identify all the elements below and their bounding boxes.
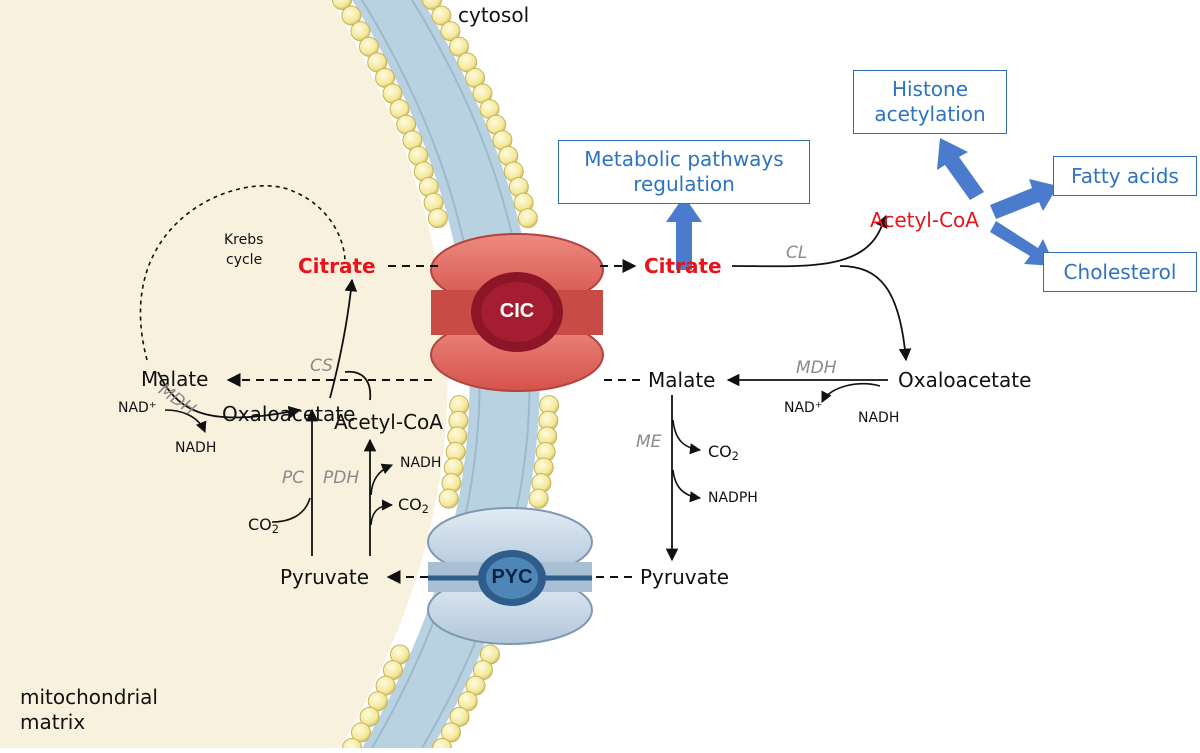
histone-acetylation-box: Histone acetylation: [853, 70, 1007, 134]
metabolic-regulation-box: Metabolic pathways regulation: [558, 140, 810, 204]
matrix-malate: Malate: [141, 367, 209, 391]
membrane-bead: [350, 722, 371, 743]
cytosol-label: cytosol: [458, 3, 530, 27]
cytosol-oxaloacetate: Oxaloacetate: [898, 368, 1032, 392]
cytosol-acetyl-coa: Acetyl-CoA: [870, 208, 979, 232]
membrane-bead: [440, 722, 461, 743]
output-arrows: [666, 138, 1058, 270]
matrix-pyruvate: Pyruvate: [280, 565, 370, 589]
pyc-label: PYC: [491, 566, 533, 588]
cytosol-nadh: NADH: [858, 410, 900, 426]
metabolic-line2: regulation: [633, 172, 735, 196]
membrane-bead: [350, 21, 371, 42]
cholesterol-box: Cholesterol: [1043, 252, 1197, 292]
enzyme-me: ME: [636, 432, 662, 452]
matrix-nadh-pdh: NADH: [400, 455, 442, 471]
pyc-transporter: [427, 507, 593, 645]
fatty-acids-box: Fatty acids: [1053, 156, 1197, 196]
krebs-cycle-arc: [139, 185, 346, 361]
membrane-bead: [528, 488, 549, 509]
membrane-bead: [427, 208, 448, 229]
fatty-acids-label: Fatty acids: [1071, 163, 1179, 188]
membrane-beads: [332, 0, 560, 753]
matrix-oxaloacetate: Oxaloacetate: [222, 402, 356, 426]
metabolic-line1: Metabolic pathways: [584, 147, 784, 171]
matrix-label-line2: matrix: [20, 710, 86, 734]
cholesterol-label: Cholesterol: [1063, 259, 1177, 284]
matrix-nadh-mdh: NADH: [175, 440, 217, 456]
matrix-co2-pdh: CO2: [398, 495, 429, 516]
cytosol-pyruvate: Pyruvate: [640, 565, 730, 589]
enzyme-pdh: PDH: [323, 468, 360, 488]
membrane-bead: [341, 5, 362, 26]
histone-line2: acetylation: [874, 102, 986, 126]
cytosol-citrate: Citrate: [644, 254, 722, 278]
cytosol-malate: Malate: [648, 368, 716, 392]
krebs-label-line2: cycle: [226, 252, 263, 268]
cytosol-nadph: NADPH: [708, 490, 758, 506]
matrix-nad: NAD+: [118, 400, 157, 416]
matrix-co2-pc: CO2: [248, 515, 279, 536]
krebs-label-line1: Krebs: [224, 232, 264, 248]
membrane-bead: [359, 706, 380, 727]
membrane-bead: [367, 691, 388, 712]
cytosol-co2: CO2: [708, 442, 739, 463]
enzyme-mdh-cytosol: MDH: [796, 358, 837, 378]
membrane-bead: [440, 21, 461, 42]
enzyme-pc: PC: [282, 468, 305, 488]
matrix-region: [0, 0, 448, 748]
membrane-bead: [517, 208, 538, 229]
cic-label: CIC: [499, 300, 535, 322]
cic-transporter: [430, 233, 604, 392]
arrow-cs: [329, 278, 358, 399]
membrane-bead: [431, 5, 452, 26]
matrix-acetyl-coa: Acetyl-CoA: [334, 410, 443, 434]
membrane-bead: [358, 36, 379, 57]
membrane-bead: [457, 691, 478, 712]
arrow-cl: [731, 214, 888, 268]
membrane-bead: [448, 36, 469, 57]
matrix-citrate: Citrate: [298, 254, 376, 278]
enzyme-cl: CL: [786, 243, 808, 263]
matrix-label-line1: mitochondrial: [20, 685, 158, 709]
histone-line1: Histone: [891, 77, 969, 101]
arrow-mdh-matrix: [157, 371, 302, 419]
membrane-bead: [449, 706, 470, 727]
enzyme-cs: CS: [310, 356, 333, 376]
cytosol-nad: NAD+: [784, 400, 823, 416]
membrane-bead: [438, 488, 459, 509]
